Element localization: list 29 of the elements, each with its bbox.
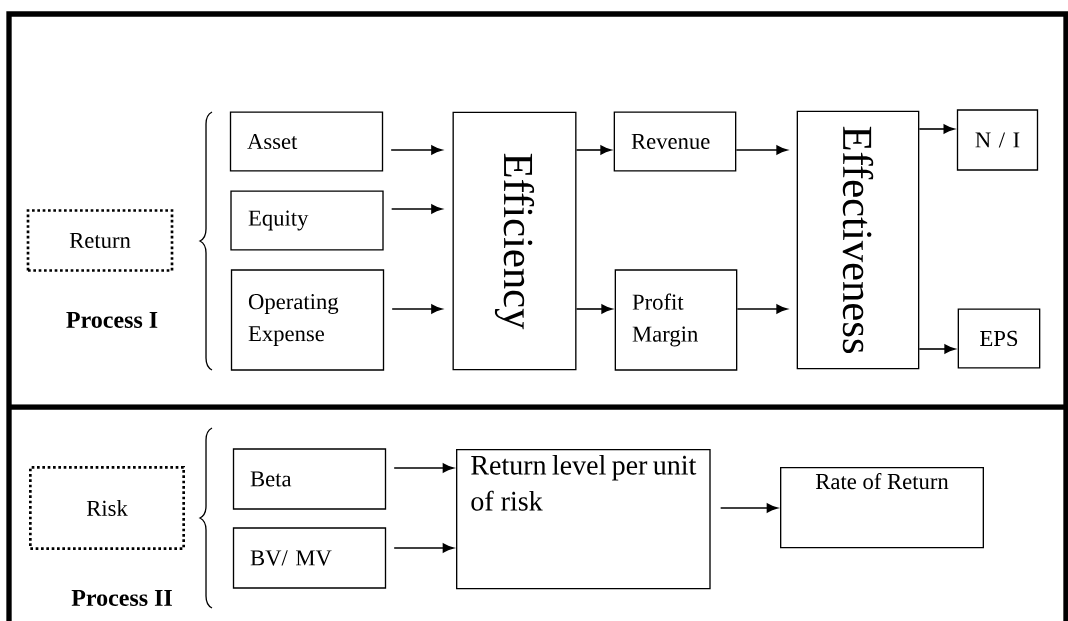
process-box: Profit Margin — [614, 269, 738, 371]
arrow — [391, 304, 443, 314]
arrow — [719, 503, 778, 513]
process-label: Process II — [71, 590, 172, 606]
dotted-box: Risk — [29, 466, 185, 550]
process-box: Return level per unit of risk — [456, 449, 711, 590]
process-box: Rate of Return — [780, 467, 984, 549]
arrow — [390, 145, 443, 155]
process-box: N / I — [956, 109, 1039, 171]
process-box: Operating Expense — [230, 269, 385, 371]
arrow — [393, 543, 454, 553]
arrow — [575, 304, 613, 314]
process-box: Revenue — [613, 111, 737, 172]
process-label: Process I — [66, 312, 158, 328]
arrow — [736, 304, 788, 314]
process-box: BV/ MV — [232, 527, 387, 589]
arrow — [735, 145, 788, 155]
arrow — [575, 145, 612, 155]
dotted-box: Return — [26, 209, 174, 272]
arrow — [390, 204, 443, 214]
arrow — [918, 124, 955, 134]
process-box: Asset — [229, 111, 384, 172]
process-box: Efficiency — [452, 111, 577, 371]
process-box: Equity — [230, 190, 384, 251]
arrow — [393, 463, 454, 473]
process-box: Effectiveness — [796, 110, 920, 370]
process-box: Beta — [232, 448, 387, 510]
process-box: EPS — [957, 308, 1041, 369]
arrow — [918, 344, 956, 354]
